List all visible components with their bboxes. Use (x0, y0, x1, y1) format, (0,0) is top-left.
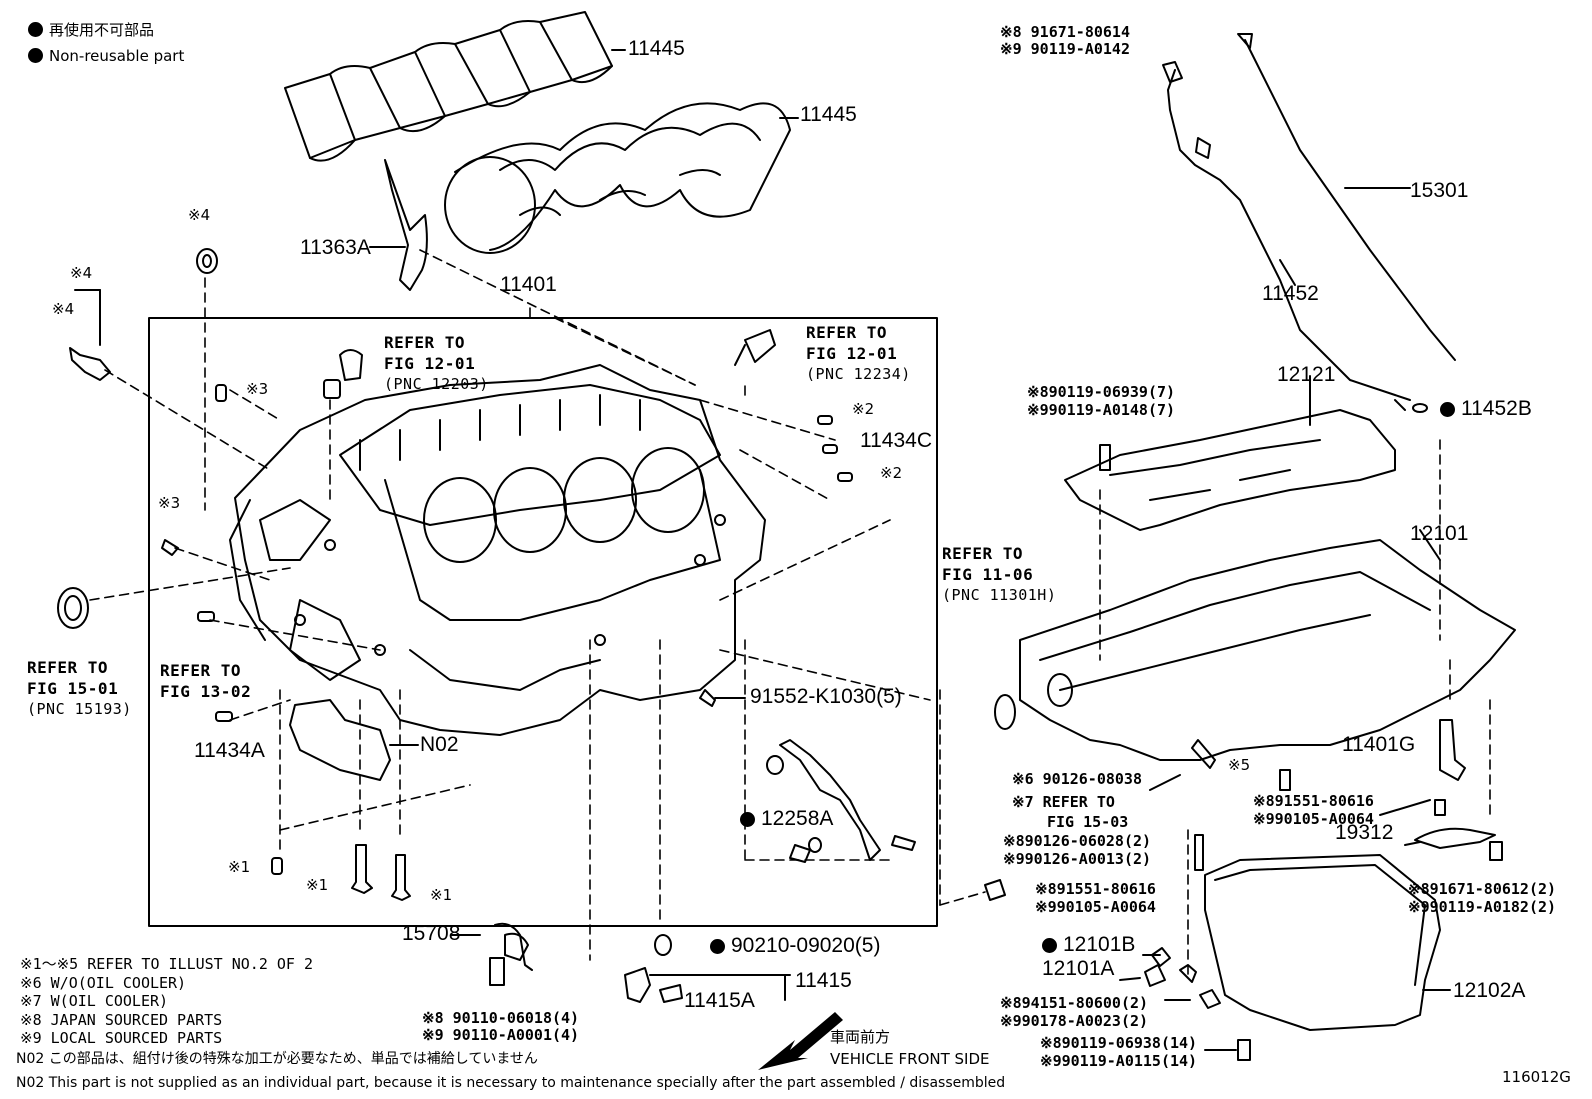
figure-code: 116012G (1502, 1068, 1571, 1086)
part-label-11415A[interactable]: 11415A (684, 989, 755, 1012)
front-arrow-icon (758, 1012, 843, 1070)
part-label-91551-80616-upper[interactable]: ※891551-80616 ※990105-A0064 (1253, 792, 1374, 828)
mark-4: ※4 (188, 206, 211, 224)
mark-2: ※2 (880, 464, 903, 482)
non-reusable-bullet-icon (740, 812, 755, 827)
mark-1: ※1 (430, 886, 453, 904)
part-label-12258A[interactable]: 12258A (740, 808, 833, 829)
part-label-11434C[interactable]: 11434C (860, 429, 933, 452)
part-label-drain-gasket[interactable]: ※894151-80600(2) ※990178-A0023(2) (1000, 994, 1149, 1030)
part-label-top-bolt[interactable]: ※8 91671-80614 ※9 90119-A0142 (1000, 23, 1130, 58)
non-reusable-bullet-icon (710, 939, 725, 954)
oil-pan-lower (1204, 854, 1441, 1031)
part-label-91671-80612[interactable]: ※891671-80612(2) ※990119-A0182(2) (1408, 880, 1557, 916)
part-label-11445-lower[interactable]: 11445 (800, 103, 857, 126)
mark-4: ※4 (52, 300, 75, 318)
refer-fig-13-02[interactable]: REFER TO FIG 13-02 (160, 661, 252, 701)
mark-4: ※4 (70, 264, 93, 282)
part-label-15708[interactable]: 15708 (402, 922, 461, 945)
part-label-11452[interactable]: 11452 (1262, 282, 1319, 305)
part-label-12101B[interactable]: 12101B (1042, 934, 1135, 955)
mark-2: ※2 (852, 400, 875, 418)
mark-3: ※3 (158, 494, 181, 512)
baffle-plate (1064, 409, 1396, 531)
cylinder-block (229, 364, 766, 736)
part-label-12101[interactable]: 12101 (1410, 522, 1469, 545)
part-label-12121[interactable]: 12121 (1277, 363, 1336, 386)
legend-line-2: Non-reusable part (28, 48, 184, 64)
part-label-90210[interactable]: 90210-09020(5) (710, 935, 880, 956)
part-label-91552[interactable]: 91552-K1030(5) (750, 685, 902, 708)
thrust-washer (384, 159, 428, 291)
part-label-90110[interactable]: ※8 90110-06018(4) ※9 90110-A0001(4) (422, 1009, 580, 1044)
part-label-11401[interactable]: 11401 (500, 273, 557, 296)
oil-pan-upper (1019, 539, 1516, 761)
mark-5: ※5 (1228, 756, 1251, 774)
non-reusable-bullet-icon (28, 22, 43, 37)
part-label-cover-bolt[interactable]: ※890119-06939(7) ※990119-A0148(7) (1027, 383, 1176, 419)
part-label-11452B[interactable]: 11452B (1440, 398, 1532, 419)
note-n02-jp: N02 この部品は、組付け後の特殊な加工が必要なため、単品では補給していません (16, 1051, 538, 1067)
plug-4 (196, 248, 218, 274)
bearing-set-upper (284, 11, 626, 162)
non-reusable-bullet-icon (1440, 402, 1455, 417)
part-label-90126-08038[interactable]: ※6 90126-08038 (1012, 770, 1142, 788)
non-reusable-bullet-icon (1042, 938, 1057, 953)
part-label-pan-bolts[interactable]: ※890119-06938(14) ※990119-A0115(14) (1040, 1034, 1198, 1070)
bearing-set-lower (444, 102, 799, 254)
part-label-11415[interactable]: 11415 (795, 969, 852, 992)
legend-line-1: 再使用不可部品 (28, 22, 154, 38)
mark-1: ※1 (306, 876, 329, 894)
refer-fig-12-01-b[interactable]: REFER TO FIG 12-01 (PNC 12234) (806, 323, 911, 383)
refer-fig-12-01-a[interactable]: REFER TO FIG 12-01 (PNC 12203) (384, 333, 489, 393)
part-label-n02[interactable]: N02 (420, 733, 459, 756)
n02-cap (289, 699, 391, 781)
part-label-11401G[interactable]: 11401G (1342, 733, 1416, 756)
mark-1: ※1 (228, 858, 251, 876)
note-n02-en: N02 This part is not supplied as an indi… (16, 1075, 1006, 1091)
refer-fig-15-03[interactable]: ※7 REFER TO FIG 15-03 (1012, 793, 1129, 831)
non-reusable-bullet-icon (28, 48, 43, 63)
part-label-11434A[interactable]: 11434A (194, 739, 265, 762)
block-frame (148, 317, 938, 927)
part-label-11363A[interactable]: 11363A (300, 236, 371, 259)
mark-3: ※3 (246, 380, 269, 398)
part-label-90126-06028[interactable]: ※890126-06028(2) ※990126-A0013(2) (1003, 832, 1152, 868)
part-label-12102A[interactable]: 12102A (1453, 979, 1526, 1002)
refer-fig-11-06[interactable]: REFER TO FIG 11-06 (PNC 11301H) (942, 544, 1057, 604)
footnotes: ※1～※5 REFER TO ILLUST NO.2 OF 2 ※6 W/O(O… (20, 955, 313, 1047)
vehicle-front-jp: 車両前方 (830, 1028, 891, 1046)
part-label-15301[interactable]: 15301 (1410, 179, 1469, 202)
part-label-19312[interactable]: 19312 (1335, 821, 1394, 844)
dipstick-guide (1167, 69, 1411, 401)
part-label-11445-upper[interactable]: 11445 (628, 37, 685, 60)
refer-fig-15-01[interactable]: REFER TO FIG 15-01 (PNC 15193) (27, 658, 132, 718)
part-label-91551-80616-lower[interactable]: ※891551-80616 ※990105-A0064 (1035, 880, 1156, 916)
part-label-12101A[interactable]: 12101A (1042, 957, 1115, 980)
vehicle-front-en: VEHICLE FRONT SIDE (830, 1050, 990, 1068)
